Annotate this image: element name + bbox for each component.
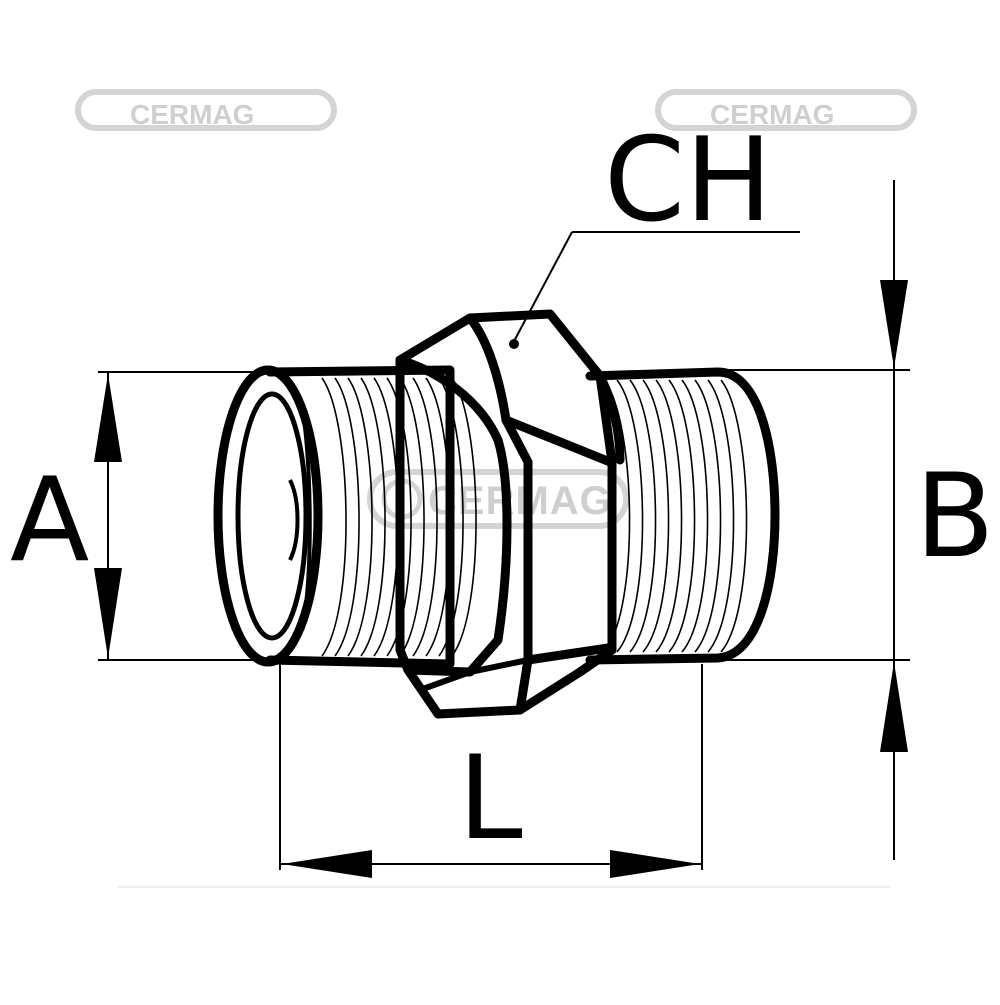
right-thread-lines — [603, 379, 748, 653]
thread-line — [321, 377, 347, 657]
thread-line — [720, 379, 748, 653]
left-end-face — [213, 365, 323, 667]
arrow-up-icon — [880, 662, 908, 752]
thread-line — [360, 377, 386, 657]
thread-line — [438, 377, 464, 657]
thread-line — [668, 379, 696, 653]
arrow-down-icon — [94, 568, 122, 658]
thread-line — [642, 379, 670, 653]
arrow-up-icon — [94, 374, 122, 462]
dimension-l — [279, 664, 703, 878]
watermark-text: CERMAG — [130, 99, 254, 130]
arrow-right-icon — [610, 850, 700, 878]
thread-line — [655, 379, 683, 653]
left-threaded-end — [213, 365, 477, 669]
arrow-left-icon — [282, 850, 372, 878]
label-l: L — [458, 731, 523, 866]
thread-line — [412, 377, 438, 657]
arrow-down-icon — [880, 280, 908, 368]
dimension-b — [718, 180, 910, 860]
left-bore-depth — [288, 479, 300, 561]
watermark-top-left: CERMAG — [75, 89, 337, 131]
watermark-top-right: CERMAG — [655, 89, 917, 131]
thread-line — [681, 379, 709, 653]
thread-line — [347, 377, 373, 657]
label-b: B — [915, 449, 995, 584]
thread-line — [694, 379, 722, 653]
label-a: A — [10, 453, 89, 588]
left-bore-inner — [235, 391, 309, 641]
thread-line — [629, 379, 657, 653]
watermark-center: CERMAG — [367, 469, 629, 529]
thread-line — [425, 377, 451, 657]
thread-line — [334, 377, 360, 657]
thread-line — [451, 377, 477, 657]
watermark-text: CERMAG — [428, 479, 612, 523]
label-ch: CH — [604, 113, 772, 248]
dimension-a — [94, 371, 272, 661]
left-bore-shadow — [298, 399, 312, 633]
hex-nut — [395, 309, 625, 719]
ch-leader — [509, 231, 800, 349]
thread-line — [399, 377, 425, 657]
watermark-text: CERMAG — [710, 99, 834, 130]
thread-line — [707, 379, 735, 653]
thread-line — [616, 379, 644, 653]
